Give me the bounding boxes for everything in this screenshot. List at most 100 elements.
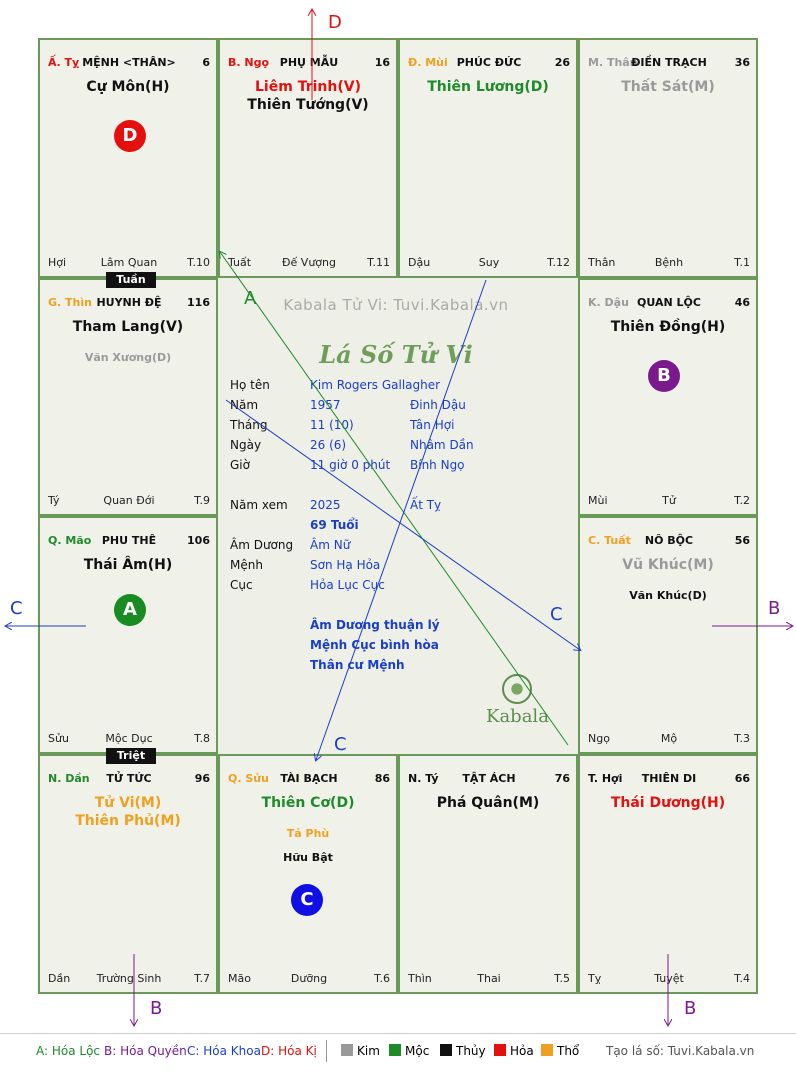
palace-stars: Thất Sát(M) xyxy=(584,78,752,96)
palace-age: 26 xyxy=(554,56,570,69)
chart-note: Âm Dương thuận lý xyxy=(310,618,440,632)
info-value: Âm Nữ xyxy=(310,538,351,552)
center-info-panel: Kabala Tử Vi: Tuvi.Kabala.vn Lá Số Tử Vi… xyxy=(218,278,574,754)
footer-month: T.11 xyxy=(367,256,390,269)
palace-stars: Tử Vi(M)Thiên Phủ(M) xyxy=(44,794,212,830)
palace-stars: Thái Dương(H) xyxy=(584,794,752,812)
main-star: Thiên Tướng(V) xyxy=(247,97,369,113)
info-label: Ngày xyxy=(230,438,262,452)
info-value-secondary: Tân Hợi xyxy=(410,418,455,432)
footer-month: T.4 xyxy=(734,972,750,985)
info-value: 26 (6) xyxy=(310,438,347,452)
main-star: Tham Lang(V) xyxy=(72,319,184,335)
hoa-quyen-circle: B xyxy=(648,360,680,392)
minor-star: Hữu Bật xyxy=(283,851,333,864)
footer-stage: Bệnh xyxy=(654,256,684,269)
info-value: 69 Tuổi xyxy=(310,518,359,532)
kim-swatch xyxy=(341,1044,353,1056)
legend-bar: A: Hóa Lộc B: Hóa Quyền C: Hóa Khoa D: H… xyxy=(0,1033,796,1071)
hoa-quyen-arrow-label-2: B xyxy=(150,998,162,1019)
footer-branch: Thìn xyxy=(408,972,432,985)
footer-stage: Dưỡng xyxy=(290,972,328,985)
palace-name: MỆNH <THÂN> xyxy=(82,56,176,69)
footer-stage: Lâm Quan xyxy=(100,256,158,269)
footer-branch: Sửu xyxy=(48,732,69,745)
footer-stage: Suy xyxy=(478,256,500,269)
watermark-text: Kabala Tử Vi: Tuvi.Kabala.vn xyxy=(283,296,509,314)
main-star: Thái Âm(H) xyxy=(83,557,173,573)
info-label: Cục xyxy=(230,578,253,592)
tuan-marker: Tuần xyxy=(106,272,156,288)
footer-stage: Tử xyxy=(662,494,676,507)
main-star: Thiên Đồng(H) xyxy=(610,319,726,335)
footer-stage: Trường Sinh xyxy=(96,972,162,985)
minor-star: Văn Khúc(D) xyxy=(629,589,707,602)
info-label: Họ tên xyxy=(230,378,270,392)
hoa-quyen-arrow-label-1: B xyxy=(768,598,780,619)
hoa-swatch xyxy=(494,1044,506,1056)
palace-name: TẬT ÁCH xyxy=(462,772,516,785)
palace-stem-branch: Đ. Mùi xyxy=(408,56,448,69)
info-label: Tháng xyxy=(230,418,268,432)
info-value-secondary: Bính Ngọ xyxy=(410,458,465,472)
palace-age: 96 xyxy=(194,772,210,785)
moc-swatch xyxy=(389,1044,401,1056)
palace-stars: Phá Quân(M) xyxy=(404,794,572,812)
minor-star: Tả Phù xyxy=(286,827,330,840)
palace-stem-branch: N. Tý xyxy=(408,772,439,785)
legend-moc: Mộc xyxy=(389,1044,429,1058)
main-star: Vũ Khúc(M) xyxy=(622,557,714,573)
footer-branch: Ngọ xyxy=(588,732,610,745)
triet-marker: Triệt xyxy=(106,748,156,764)
footer-branch: Mão xyxy=(228,972,251,985)
footer-stage: Đế Vượng xyxy=(282,256,336,269)
legend-hoa: Hỏa xyxy=(494,1044,534,1058)
main-star: Thiên Cơ(D) xyxy=(261,795,355,811)
info-value: 1957 xyxy=(310,398,341,412)
hoa-khoa-arrow-label-3: C xyxy=(10,598,23,619)
legend-thuy-label: Thủy xyxy=(456,1044,486,1058)
palace-stem-branch: T. Hợi xyxy=(588,772,623,785)
palace-age: 36 xyxy=(734,56,750,69)
info-value: 11 (10) xyxy=(310,418,354,432)
info-label: Năm xem xyxy=(230,498,288,512)
footer-branch: Dần xyxy=(48,972,71,985)
palace-age: 56 xyxy=(734,534,750,547)
palace-name: THIÊN DI xyxy=(641,772,697,785)
info-value-secondary: Nhâm Dần xyxy=(410,438,474,452)
palace-age: 6 xyxy=(202,56,210,69)
main-star: Thất Sát(M) xyxy=(621,79,715,95)
footer-stage: Thai xyxy=(477,972,501,985)
thuy-swatch xyxy=(440,1044,452,1056)
footer-month: T.7 xyxy=(194,972,210,985)
palace-name: TỬ TỨC xyxy=(106,772,152,785)
footer-branch: Tý xyxy=(48,494,60,507)
chart-note: Mệnh Cục bình hòa xyxy=(310,638,439,652)
palace-name: HUYNH ĐỆ xyxy=(96,296,162,309)
main-star: Thiên Lương(D) xyxy=(427,79,549,95)
chart-title: Lá Số Tử Vi xyxy=(319,340,473,369)
info-value-secondary: Đinh Dậu xyxy=(410,398,466,412)
info-label: Giờ xyxy=(230,458,250,472)
